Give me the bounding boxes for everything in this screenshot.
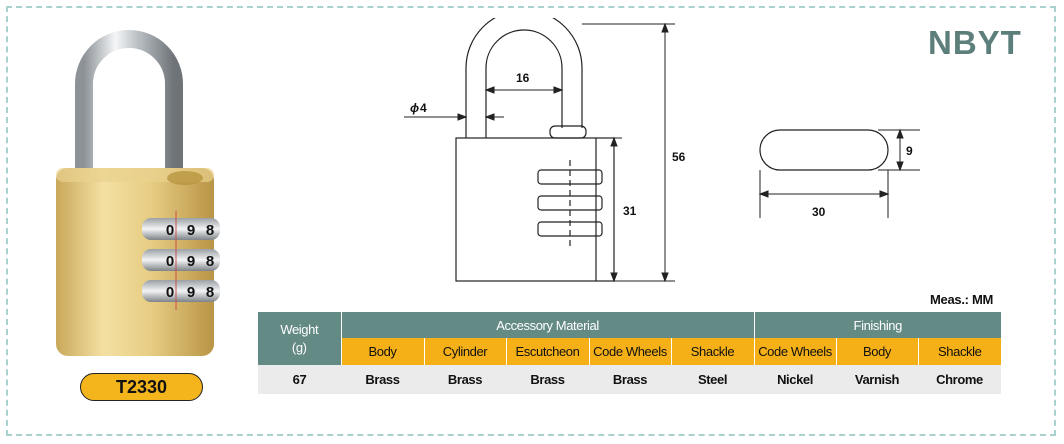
diameter-symbol: ϕ bbox=[410, 101, 419, 115]
dial-digit-4: 0 bbox=[166, 253, 174, 270]
dial-digit-6: 8 bbox=[206, 253, 214, 270]
value-finish-code-wheels: Nickel bbox=[754, 365, 837, 394]
dial-digit-1: 0 bbox=[166, 222, 174, 239]
value-finish-shackle: Chrome bbox=[918, 365, 1002, 394]
dim-section-height: 9 bbox=[906, 144, 913, 158]
dial-digit-3: 8 bbox=[206, 222, 214, 239]
shackle bbox=[75, 30, 183, 178]
code-wheels bbox=[142, 211, 220, 310]
drawing-cross-section bbox=[759, 129, 889, 171]
value-code-wheels: Brass bbox=[589, 365, 671, 394]
weight-header-line1: Weight bbox=[280, 321, 319, 337]
dim-shackle-width: 16 bbox=[516, 71, 530, 85]
dial-digit-7: 0 bbox=[166, 284, 174, 301]
drawing-shackle-inner bbox=[485, 29, 563, 138]
subheader-finish-code-wheels: Code Wheels bbox=[754, 338, 837, 365]
dim-total-height: 56 bbox=[672, 150, 686, 164]
value-escutcheon: Brass bbox=[506, 365, 589, 394]
padlock-photo: 0 9 8 0 9 8 0 9 8 bbox=[56, 30, 220, 356]
dial-digit-5: 9 bbox=[187, 253, 195, 270]
lock-body bbox=[56, 168, 214, 356]
dial-digit-9: 8 bbox=[206, 284, 214, 301]
spec-table: Weight (g) Accessory Material Finishing … bbox=[258, 312, 1002, 394]
subheader-finish-shackle: Shackle bbox=[918, 338, 1002, 365]
subheader-finish-body: Body bbox=[836, 338, 919, 365]
dim-shackle-diameter: 4 bbox=[420, 101, 427, 115]
subheader-body: Body bbox=[341, 338, 425, 365]
dial-digit-8: 9 bbox=[187, 284, 195, 301]
finishing-header: Finishing bbox=[754, 312, 1002, 338]
value-body: Brass bbox=[341, 365, 424, 394]
value-shackle: Steel bbox=[671, 365, 755, 394]
drawing-shackle-outer bbox=[465, 18, 583, 138]
accessory-material-header: Accessory Material bbox=[341, 312, 755, 338]
subheader-code-wheels: Code Wheels bbox=[589, 338, 672, 365]
dial-digit-2: 9 bbox=[187, 222, 195, 239]
dim-body-height: 31 bbox=[623, 204, 637, 218]
value-finish-body: Varnish bbox=[836, 365, 919, 394]
weight-header: Weight (g) bbox=[258, 312, 342, 365]
page-frame bbox=[6, 6, 1056, 436]
measure-unit: Meas.: MM bbox=[930, 292, 994, 307]
subheader-shackle: Shackle bbox=[671, 338, 755, 365]
subheader-escutcheon: Escutcheon bbox=[506, 338, 590, 365]
table-row: 67 Brass Brass Brass Brass Steel Nickel … bbox=[258, 365, 1002, 394]
technical-drawing: 16 ϕ 4 56 31 30 9 bbox=[404, 18, 920, 283]
model-badge: T2330 bbox=[80, 373, 203, 401]
value-cylinder: Brass bbox=[424, 365, 506, 394]
weight-value: 67 bbox=[258, 365, 341, 394]
dim-section-width: 30 bbox=[812, 205, 826, 219]
subheader-cylinder: Cylinder bbox=[424, 338, 507, 365]
brand-logo: NBYT bbox=[928, 24, 1022, 61]
weight-header-line2: (g) bbox=[291, 339, 307, 355]
